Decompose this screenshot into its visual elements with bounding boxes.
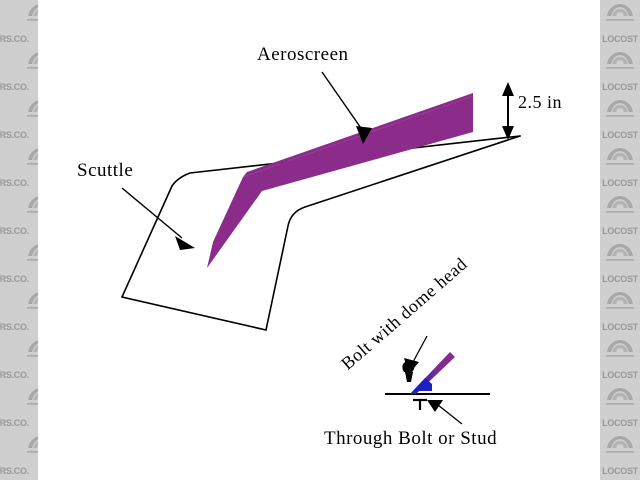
watermark-tile: ERS.CO. xyxy=(0,96,38,144)
label-dimension-2p5in: 2.5 in xyxy=(518,92,563,112)
locost-logo-icon xyxy=(27,292,38,309)
watermark-label: LOCOST xyxy=(602,226,638,236)
watermark-tile: LOCOST xyxy=(600,96,640,144)
locost-logo-icon xyxy=(606,436,634,453)
watermark-tile: LOCOST xyxy=(600,336,640,384)
locost-logo-icon xyxy=(27,196,38,213)
watermark-label: LOCOST xyxy=(602,34,638,44)
locost-logo-icon xyxy=(27,340,38,357)
locost-logo-icon xyxy=(606,196,634,213)
label-aeroscreen: Aeroscreen xyxy=(257,44,349,65)
watermark-tile: ERS.CO. xyxy=(0,240,38,288)
watermark-label: ERS.CO. xyxy=(0,34,29,44)
watermark-label: ERS.CO. xyxy=(0,370,29,380)
locost-logo-icon xyxy=(27,436,38,453)
watermark-label: ERS.CO. xyxy=(0,466,29,476)
bolt-detail-shank xyxy=(410,352,455,394)
watermark-tile: LOCOST xyxy=(600,0,640,48)
dimension-arrow-2p5in xyxy=(502,82,514,140)
watermark-label: ERS.CO. xyxy=(0,130,29,140)
locost-logo-icon xyxy=(606,52,634,69)
watermark-label: LOCOST xyxy=(602,418,638,428)
watermark-label: ERS.CO. xyxy=(0,226,29,236)
aeroscreen-shape xyxy=(207,93,473,268)
watermark-tile: ERS.CO. xyxy=(0,384,38,432)
watermark-label: ERS.CO. xyxy=(0,178,29,188)
scuttle-leader xyxy=(121,187,195,250)
locost-logo-icon xyxy=(27,4,38,21)
watermark-tile: ERS.CO. xyxy=(0,0,38,48)
locost-logo-icon xyxy=(606,388,634,405)
watermark-label: ERS.CO. xyxy=(0,418,29,428)
locost-logo-icon xyxy=(606,4,634,21)
watermark-label: LOCOST xyxy=(602,322,638,332)
watermark-tile: ERS.CO. xyxy=(0,192,38,240)
locost-logo-icon xyxy=(606,340,634,357)
watermark-label: ERS.CO. xyxy=(0,274,29,284)
watermark-tile: ERS.CO. xyxy=(0,144,38,192)
watermark-label: LOCOST xyxy=(602,370,638,380)
watermark-tile: LOCOST xyxy=(600,192,640,240)
through-bolt-stud-marker xyxy=(413,398,427,410)
locost-logo-icon xyxy=(606,244,634,261)
watermark-tile: LOCOST xyxy=(600,240,640,288)
through-bolt-leader xyxy=(427,400,463,425)
watermark-tile: ERS.CO. xyxy=(0,336,38,384)
watermark-strip-left: ERS.CO. ERS.CO. ERS.CO. ERS.CO. ERS.CO. ERS.C… xyxy=(0,0,38,480)
watermark-label: ERS.CO. xyxy=(0,322,29,332)
watermark-strip-right: LOCOST LOCOST LOCOST LOCOST LOCOST LOCOST LOCO… xyxy=(600,0,640,480)
watermark-tile: LOCOST xyxy=(600,144,640,192)
watermark-tile: ERS.CO. xyxy=(0,48,38,96)
watermark-tile: LOCOST xyxy=(600,384,640,432)
locost-logo-icon xyxy=(27,148,38,165)
watermark-label: LOCOST xyxy=(602,178,638,188)
aeroscreen-leader xyxy=(321,71,372,144)
locost-logo-icon xyxy=(606,100,634,117)
scuttle-outline xyxy=(121,135,521,331)
label-scuttle: Scuttle xyxy=(77,160,134,181)
watermark-tile: ERS.CO. xyxy=(0,288,38,336)
locost-logo-icon xyxy=(27,52,38,69)
watermark-tile: LOCOST xyxy=(600,432,640,480)
watermark-tile: LOCOST xyxy=(600,288,640,336)
label-through-bolt-or-stud: Through Bolt or Stud xyxy=(324,428,498,449)
watermark-label: LOCOST xyxy=(602,466,638,476)
locost-logo-icon xyxy=(27,388,38,405)
watermark-label: LOCOST xyxy=(602,130,638,140)
locost-logo-icon xyxy=(27,244,38,261)
locost-logo-icon xyxy=(27,100,38,117)
watermark-label: LOCOST xyxy=(602,82,638,92)
watermark-tile: ERS.CO. xyxy=(0,432,38,480)
locost-logo-icon xyxy=(606,292,634,309)
watermark-label: ERS.CO. xyxy=(0,82,29,92)
locost-logo-icon xyxy=(606,148,634,165)
watermark-label: LOCOST xyxy=(602,274,638,284)
watermark-tile: LOCOST xyxy=(600,48,640,96)
bolt-dome-leader xyxy=(404,335,428,374)
